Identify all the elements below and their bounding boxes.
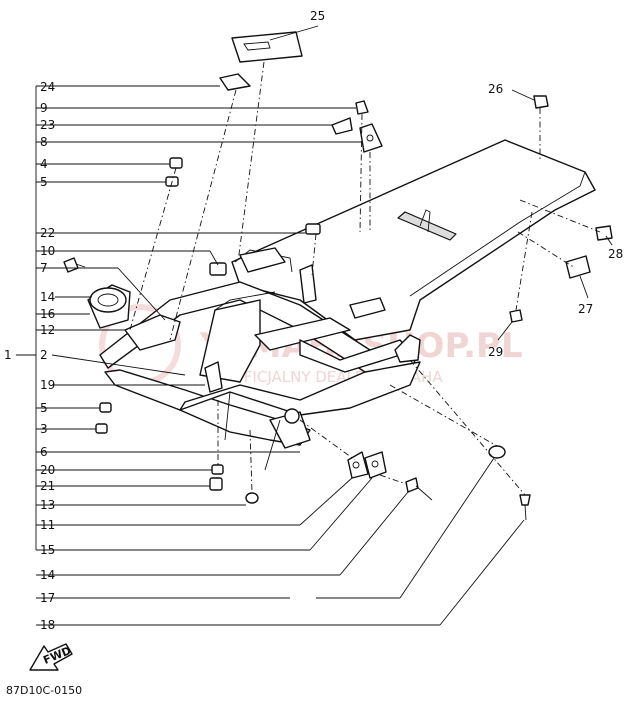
small-parts — [63, 31, 613, 521]
callout-bracket — [16, 86, 37, 550]
part-16-clamp — [89, 287, 127, 313]
callout-2: 2 — [40, 348, 48, 362]
rear-frame — [87, 139, 596, 471]
callout-23: 23 — [40, 118, 55, 132]
callout-17: 17 — [40, 591, 55, 605]
callout-18: 18 — [40, 618, 55, 632]
part-24-pad — [219, 73, 251, 91]
part-29-nut — [509, 309, 523, 323]
callout-7: 7 — [40, 261, 48, 275]
part-3-grommet — [95, 423, 108, 434]
leader-lines — [36, 25, 613, 626]
callout-4: 4 — [40, 157, 48, 171]
part-8-stay — [359, 123, 383, 153]
callout-21: 21 — [40, 479, 55, 493]
callout-5: 5 — [40, 175, 48, 189]
diagram-code: 87D10C-0150 — [6, 684, 82, 697]
part-4-grommet — [169, 157, 183, 169]
part-10-damper — [209, 262, 227, 276]
callout-9: 9 — [40, 101, 48, 115]
callout-15: 15 — [40, 543, 55, 557]
part-14-screw — [405, 477, 419, 493]
assembly-lines — [129, 61, 601, 496]
callout-14: 14 — [40, 290, 55, 304]
part-9-cap — [355, 100, 369, 115]
callout-27: 27 — [578, 302, 593, 316]
part-11-bracket — [347, 451, 369, 479]
callout-19: 19 — [40, 378, 55, 392]
part-28-clip — [595, 225, 613, 241]
part-15-bracket — [364, 451, 387, 479]
callout-24: 24 — [40, 80, 55, 94]
callout-13: 13 — [40, 498, 55, 512]
callout-10: 10 — [40, 244, 55, 258]
callout-5-lower: 5 — [40, 401, 48, 415]
callout-3: 3 — [40, 422, 48, 436]
callout-labels: 25 24 9 23 8 4 5 22 10 7 14 16 12 1 2 19… — [4, 9, 623, 632]
callout-6: 6 — [40, 445, 48, 459]
callout-16: 16 — [40, 307, 55, 321]
fwd-arrow: FWD — [29, 643, 73, 671]
callout-22: 22 — [40, 226, 55, 240]
part-5-grommet-lower — [99, 402, 112, 413]
callout-28: 28 — [608, 247, 623, 261]
callout-12: 12 — [40, 323, 55, 337]
callout-8: 8 — [40, 135, 48, 149]
callout-26: 26 — [488, 82, 503, 96]
part-26-cap — [533, 95, 549, 109]
callout-14-lower: 14 — [40, 568, 55, 582]
callout-1: 1 — [4, 348, 12, 362]
callout-11: 11 — [40, 518, 55, 532]
part-22-damper — [305, 223, 321, 235]
part-20-collar — [211, 464, 224, 475]
fwd-label: FWD — [41, 644, 73, 667]
part-27-label — [565, 255, 591, 279]
callout-29: 29 — [488, 345, 503, 359]
part-13-washer — [245, 492, 259, 504]
part-14-bolt — [63, 257, 79, 273]
part-25-plate — [231, 31, 303, 63]
callout-25: 25 — [310, 9, 325, 23]
part-18-rivet — [519, 494, 531, 506]
part-21-nut — [209, 477, 223, 491]
part-23-bracket — [331, 117, 353, 135]
callout-20: 20 — [40, 463, 55, 477]
